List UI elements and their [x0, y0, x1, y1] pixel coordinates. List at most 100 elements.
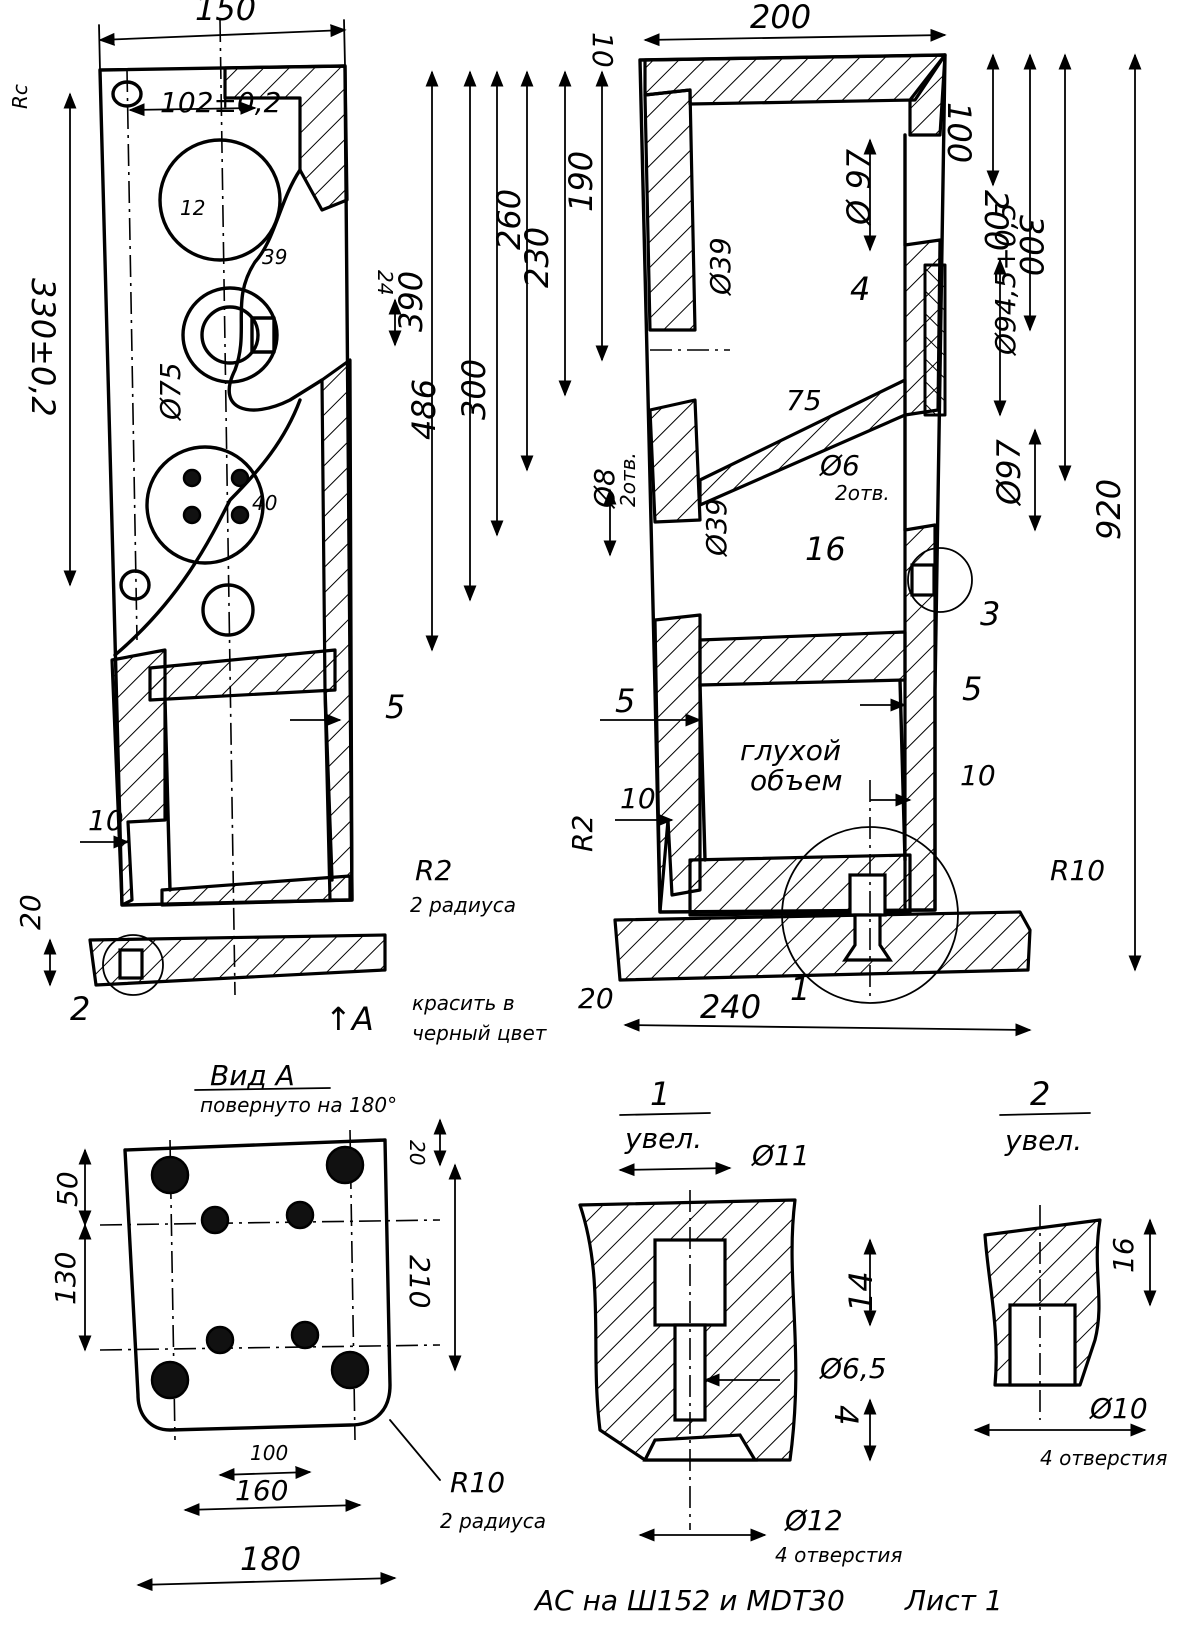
label-blind2: объем	[750, 764, 843, 797]
label-d10: Ø10	[1089, 1392, 1148, 1425]
view-a-hole-tr	[325, 1145, 365, 1185]
label-r10-bot: R10	[450, 1466, 505, 1499]
left-bottom-block	[160, 874, 352, 907]
view-a-title: Вид А	[210, 1059, 295, 1092]
label-d94: Ø94,5+0,5	[989, 203, 1022, 356]
detail-1-chamfer	[642, 1433, 758, 1462]
label-r2-right: R2	[566, 815, 599, 852]
label-20-r: 20	[578, 982, 614, 1015]
left-cavity-wall-left	[163, 698, 172, 892]
label-blind: глухой	[740, 734, 841, 767]
label-190: 190	[562, 151, 600, 212]
label-150: 150	[195, 0, 256, 28]
label-d97-a: Ø 97	[840, 148, 878, 227]
label-rc: Rc	[8, 84, 32, 109]
left-hole-1	[182, 468, 202, 488]
right-insert-3	[910, 563, 936, 597]
label-160: 160	[235, 1474, 288, 1507]
detail-2-note: 4 отверстия	[1040, 1446, 1167, 1470]
callout-circle-2	[102, 934, 164, 996]
left-right-wall	[320, 358, 354, 902]
dim-line-180	[136, 1571, 397, 1592]
view-a-hole-tl	[150, 1155, 190, 1195]
label-486: 486	[405, 379, 443, 440]
view-a-hole-2	[200, 1205, 230, 1235]
label-12: 12	[180, 196, 205, 220]
label-230: 230	[518, 227, 556, 288]
right-left-wall-mid	[648, 398, 702, 524]
label-d39-b: Ø39	[704, 237, 737, 296]
label-10-r2: 10	[960, 759, 996, 792]
left-base-insert	[118, 948, 144, 980]
right-right-wall-low	[903, 523, 937, 912]
label-r2-left: R2	[415, 854, 452, 887]
label-paint-2: черный цвет	[412, 1021, 548, 1045]
label-10-left: 10	[88, 804, 124, 837]
label-4: 4	[850, 270, 870, 308]
right-seal-groove	[923, 263, 947, 417]
label-d6: Ø6	[819, 449, 860, 482]
right-base-plate	[613, 910, 1032, 982]
left-circle-upper	[158, 138, 282, 262]
right-left-wall-low	[653, 613, 702, 914]
label-5-r1: 5	[615, 682, 635, 720]
dim-line-240	[623, 1018, 1032, 1037]
callout-label-3: 3	[980, 595, 1000, 633]
callout-circle-3	[907, 547, 973, 613]
label-d39-c: Ø39	[700, 498, 733, 557]
label-10-top: 10	[586, 32, 619, 68]
dim-line-d11	[618, 1161, 732, 1177]
left-circle-d75	[181, 286, 279, 384]
label-d12: Ø12	[784, 1504, 843, 1537]
view-a-axis-h1	[99, 1219, 441, 1226]
label-5-r2: 5	[962, 670, 982, 708]
right-upper-right-wall	[908, 53, 947, 137]
label-390: 390	[392, 271, 430, 332]
label-330: 330±0,2	[24, 278, 62, 417]
view-a-hole-br	[330, 1350, 370, 1390]
label-300-r: 300	[1012, 215, 1050, 276]
ext-line	[343, 19, 346, 67]
label-r10-bot-note: 2 радиуса	[440, 1509, 546, 1533]
right-middle-plate	[698, 630, 907, 687]
label-r10-top: R10	[1050, 854, 1105, 887]
label-300-a: 300	[455, 359, 493, 420]
label-d6-note: 2отв.	[835, 481, 890, 505]
label-20-left: 20	[14, 894, 47, 930]
view-a-underline	[194, 1087, 331, 1091]
left-key-slot	[250, 316, 276, 354]
left-top-wall	[223, 64, 349, 212]
detail-1: 1 увел. Ø11 14 Ø6,5 4 Ø12 4 отверстия	[578, 1075, 902, 1567]
detail-2-number: 2	[1030, 1075, 1050, 1113]
label-view-a-arrow: ↑A	[325, 1000, 374, 1038]
material-note: АС на Ш152 и MDT30	[533, 1584, 845, 1617]
label-d65: Ø6,5	[819, 1352, 887, 1385]
dim-line-200	[643, 28, 947, 47]
view-a-hole-3	[285, 1200, 315, 1230]
detail-1-rule	[619, 1112, 711, 1116]
label-210: 210	[403, 1255, 436, 1308]
label-r2-left-note: 2 радиуса	[410, 893, 516, 917]
view-a-hole-7	[290, 1320, 320, 1350]
detail-2-rule	[999, 1112, 1091, 1116]
detail-2-hole	[1008, 1303, 1077, 1387]
label-102: 102±0,2	[160, 86, 281, 119]
label-d8: Ø8	[588, 468, 621, 509]
right-bolt-shank	[842, 913, 893, 962]
detail-2: 2 увел. 16 Ø10 4 отверстия	[973, 1075, 1167, 1470]
view-a-bottom: Вид А повернуто на 180° 50 130 20 210 10…	[49, 1059, 546, 1592]
label-180: 180	[240, 1540, 301, 1578]
label-200-r: 200	[977, 190, 1015, 251]
label-d75: Ø75	[154, 362, 187, 421]
view-a-subtitle: повернуто на 180°	[200, 1093, 397, 1117]
label-16-det: 16	[1107, 1237, 1140, 1273]
detail-1-number: 1	[650, 1075, 670, 1113]
left-axis-secondary	[126, 69, 138, 641]
label-d11: Ø11	[751, 1139, 810, 1172]
label-40: 40	[252, 491, 277, 515]
view-a-plate-outline	[123, 1138, 392, 1432]
dim-line-102	[128, 101, 257, 117]
left-hole-4	[230, 505, 250, 525]
left-axis-vertical	[219, 19, 236, 996]
